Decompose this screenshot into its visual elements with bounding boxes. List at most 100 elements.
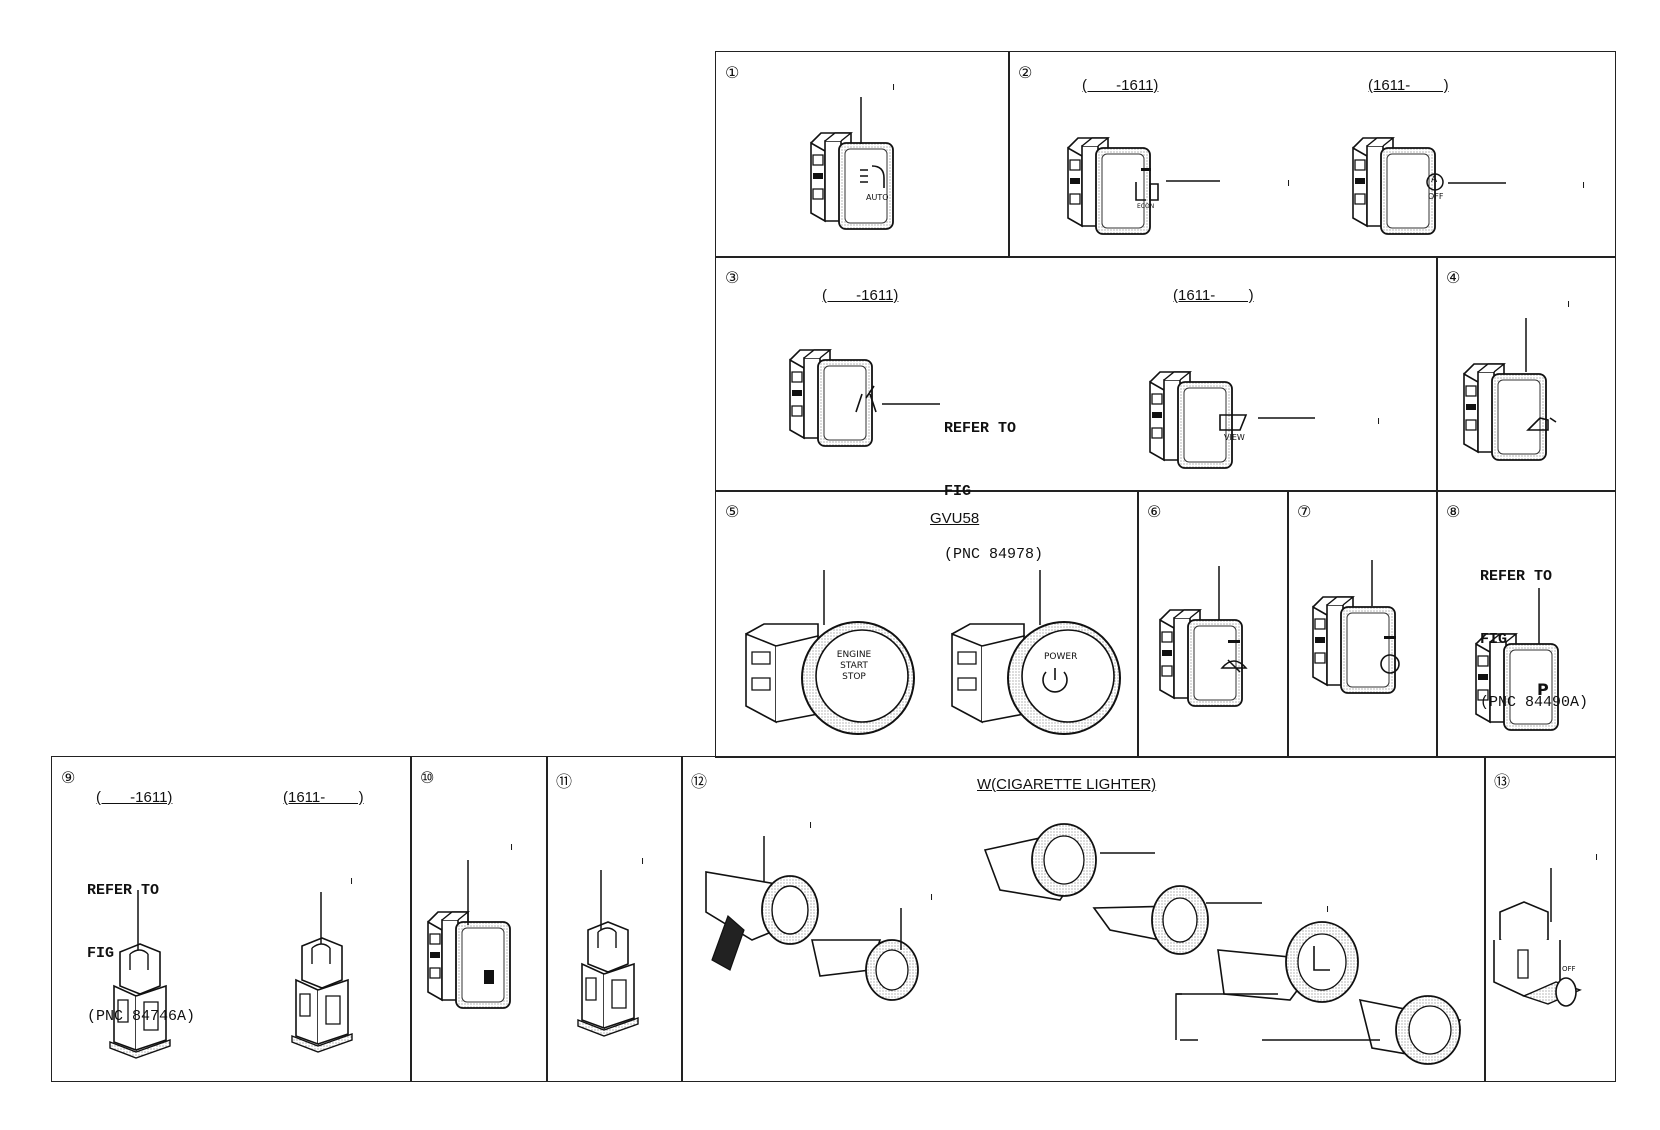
panel-2-frame [1008,51,1616,258]
connector-switch [577,921,639,1037]
panel-12-frame [681,756,1486,1082]
fuel-door-switch [427,911,511,1009]
a-label: A [1431,175,1438,185]
panel-3-date-before: ( -1611) [822,287,899,304]
lighter-socket-holder [1094,886,1208,954]
camera-view-icon [1220,415,1246,430]
panel-number-3: ③ [725,268,740,287]
off-small-label: OFF [1562,965,1576,973]
lighter-plug [812,940,918,1000]
refer-pnc: (PNC 84746A) [87,1008,196,1025]
rear-hatch-switch [1463,363,1547,461]
view-label: VIEW [1224,433,1245,442]
panel-number-11: ⑪ [556,772,573,791]
power-switch [951,621,1121,735]
power-icon [1043,668,1067,692]
steering-heater-icon [1381,655,1399,673]
panel-number-9: ⑨ [61,768,76,787]
panel-number-2: ② [1018,63,1033,82]
tick-mark: ı [892,80,896,93]
eco-mode-switch [1067,137,1151,235]
panel-9-date-before: ( -1611) [96,789,173,806]
panel-number-10: ⑩ [420,768,435,787]
a-off-switch [1352,137,1436,235]
panel-2-date-before: ( -1611) [1082,77,1159,94]
tick-mark: ı [1582,178,1586,191]
connector-switch-new [291,937,353,1053]
eco-mode-icon [1136,182,1158,200]
panel-number-12: ⑫ [691,772,708,791]
panel-7-frame [1287,490,1438,758]
refer-pnc: (PNC 84978) [944,546,1044,563]
hatch-icon [1528,418,1556,430]
panel-8-frame [1436,490,1616,758]
refer-line-1: REFER TO [944,420,1017,437]
fuel-icon [484,970,494,984]
tick-mark: ı [350,874,354,887]
off-label: OFF [1428,192,1444,201]
panel-number-8: ⑧ [1446,502,1461,521]
power-outlet-socket [706,872,818,970]
panel-number-6: ⑥ [1147,502,1162,521]
panel-2-date-after: (1611- ) [1368,77,1449,94]
refer-line-2: FIG [1480,631,1508,648]
lane-departure-switch [789,349,873,447]
panel-5-header: GVU58 [930,510,980,527]
panel-number-1: ① [725,63,740,82]
panel-8-refer-note: REFER TO FIG (PNC 84490A) [1480,524,1588,755]
power-label: POWER [1044,652,1078,662]
auto-stop-icon [1427,174,1443,190]
panel-6-frame [1137,490,1289,758]
panel-9-frame [51,756,412,1082]
panel-1-frame [715,51,1010,258]
tick-mark: ı [809,818,813,831]
panel-number-4: ④ [1446,268,1461,287]
tick-mark: ı [510,840,514,853]
defogger-switch [1159,609,1243,707]
panel-4-frame [1436,256,1616,492]
tick-mark: ı [1326,902,1330,915]
tick-mark: ı [930,890,934,903]
panel-11-frame [546,756,683,1082]
lane-departure-icon [856,386,876,412]
lighter-socket [1218,922,1358,1002]
panel-10-frame [410,756,548,1082]
switch-with-knob [1494,902,1580,1006]
refer-line-1: REFER TO [87,882,160,899]
tick-mark: ı [1595,850,1599,863]
tick-mark: ı [1377,414,1381,427]
auto-high-beam-switch [810,132,894,230]
tick-mark: ı [641,854,645,867]
engine-start-stop-label: ENGINE START STOP [826,650,882,683]
panel-9-date-after: (1611- ) [283,789,364,806]
engine-label-line-3: STOP [842,672,866,682]
steering-heater-switch [1312,596,1396,694]
tick-mark: ı [1567,297,1571,310]
refer-line-1: REFER TO [1480,568,1553,585]
engine-label-line-2: START [840,661,868,671]
panel-3-frame [715,256,1438,492]
panel-3-refer-note: REFER TO FIG (PNC 84978) [944,376,1043,607]
refer-line-2: FIG [87,945,115,962]
panel-number-5: ⑤ [725,502,740,521]
panel-5-frame [715,490,1139,758]
panel-number-7: ⑦ [1297,502,1312,521]
parking-p-label: P [1537,680,1549,699]
panel-9-refer-note: REFER TO FIG (PNC 84746A) [87,838,195,1069]
panel-12-header: W(CIGARETTE LIGHTER) [977,776,1157,793]
eco-label: ECON [1137,203,1155,210]
refer-line-2: FIG [944,483,972,500]
defogger-icon [1222,660,1246,672]
panel-number-13: ⑬ [1494,772,1511,791]
high-beam-icon [860,166,884,188]
panel-3-date-after: (1611- ) [1173,287,1254,304]
engine-label-line-1: ENGINE [836,650,872,660]
lighter-knob [1360,996,1460,1064]
auto-label: AUTO [866,193,889,202]
panel-13-frame [1484,756,1616,1082]
refer-pnc: (PNC 84490A) [1480,694,1589,711]
tick-mark: ı [1287,176,1291,189]
lighter-illumination-ring [985,824,1096,900]
